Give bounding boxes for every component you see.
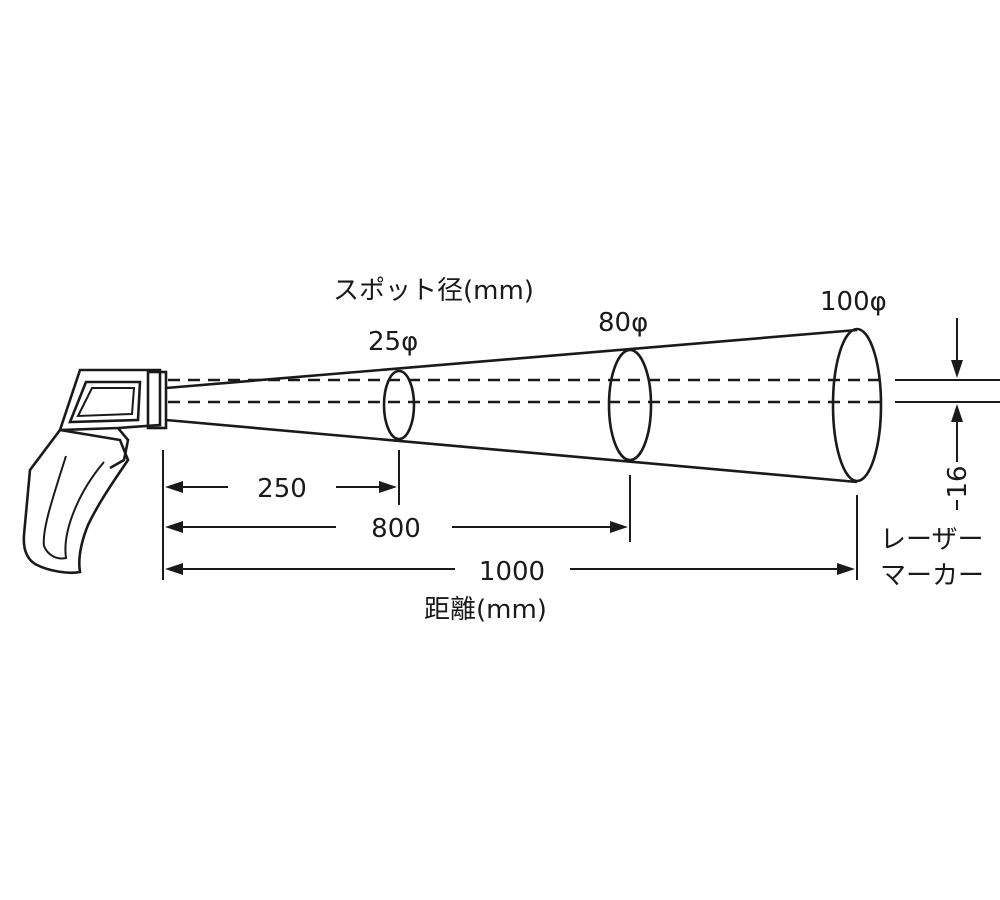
- dimension-250: 250: [165, 474, 397, 504]
- distance-axis-label: 距離(mm): [424, 595, 547, 625]
- laser-gap-label: 16: [943, 465, 973, 498]
- spot-ellipse-25: [382, 369, 416, 441]
- spot-label-80: 80φ: [598, 308, 648, 338]
- spot-ellipse-100: [831, 327, 883, 483]
- distance-label-1000: 1000: [479, 557, 545, 587]
- spot-axis-label: スポット径(mm): [333, 276, 534, 306]
- spot-label-25: 25φ: [368, 327, 418, 357]
- dimension-1000: 1000: [165, 557, 855, 587]
- spot-label-100: 100φ: [820, 287, 887, 317]
- dimension-800: 800: [165, 514, 628, 544]
- distance-label-250: 250: [257, 474, 307, 504]
- laser-gap-dimension: 16: [895, 318, 1000, 510]
- thermometer-gun-icon: [22, 368, 168, 575]
- beam-upper-edge: [165, 328, 858, 390]
- distance-label-800: 800: [371, 514, 421, 544]
- beam-lower-edge: [165, 418, 858, 484]
- spot-ellipse-80: [607, 348, 653, 462]
- laser-marker-label-line2: マーカー: [880, 561, 984, 591]
- laser-marker-label-line1: レーザー: [880, 525, 983, 555]
